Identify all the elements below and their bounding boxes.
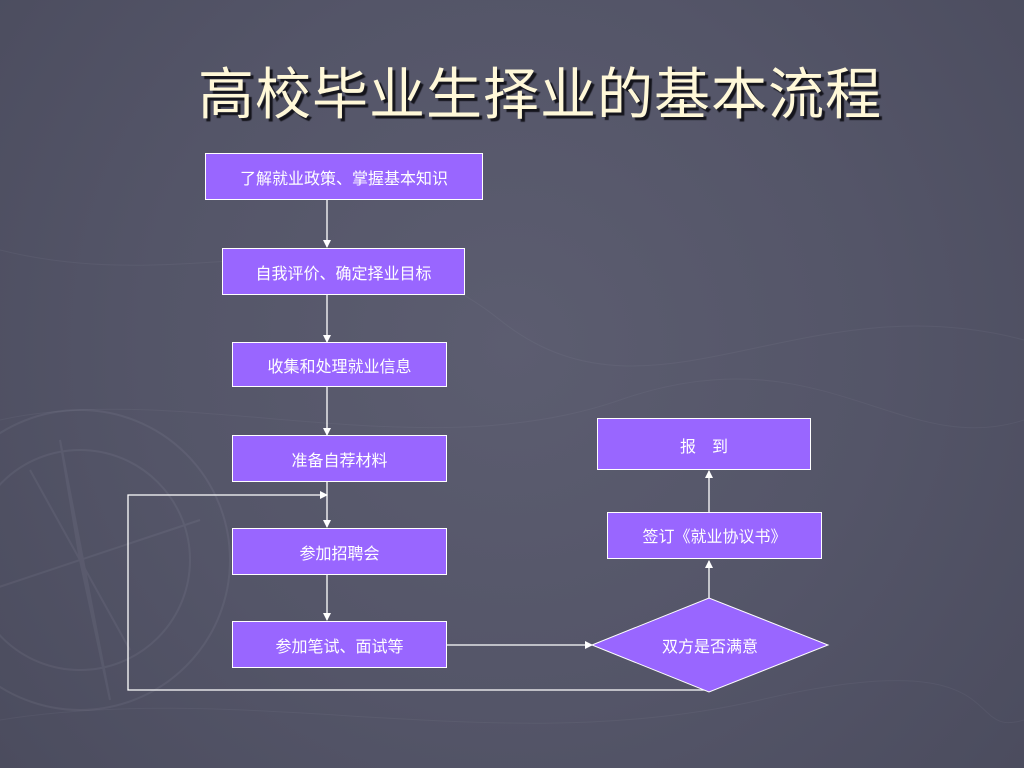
step-self-evaluation: 自我评价、确定择业目标: [222, 248, 465, 295]
decision-diamond: [590, 597, 830, 693]
step-job-fair: 参加招聘会: [232, 528, 447, 575]
step-exams-interviews: 参加笔试、面试等: [232, 621, 447, 668]
step-understand-policy: 了解就业政策、掌握基本知识: [205, 153, 483, 200]
step-collect-info: 收集和处理就业信息: [232, 342, 447, 387]
page-title: 高校毕业生择业的基本流程: [198, 63, 882, 128]
step-report: 报 到: [597, 418, 811, 470]
step-sign-agreement: 签订《就业协议书》: [607, 512, 822, 559]
decision-label: 双方是否满意: [661, 637, 758, 656]
step-prepare-materials: 准备自荐材料: [232, 435, 447, 482]
